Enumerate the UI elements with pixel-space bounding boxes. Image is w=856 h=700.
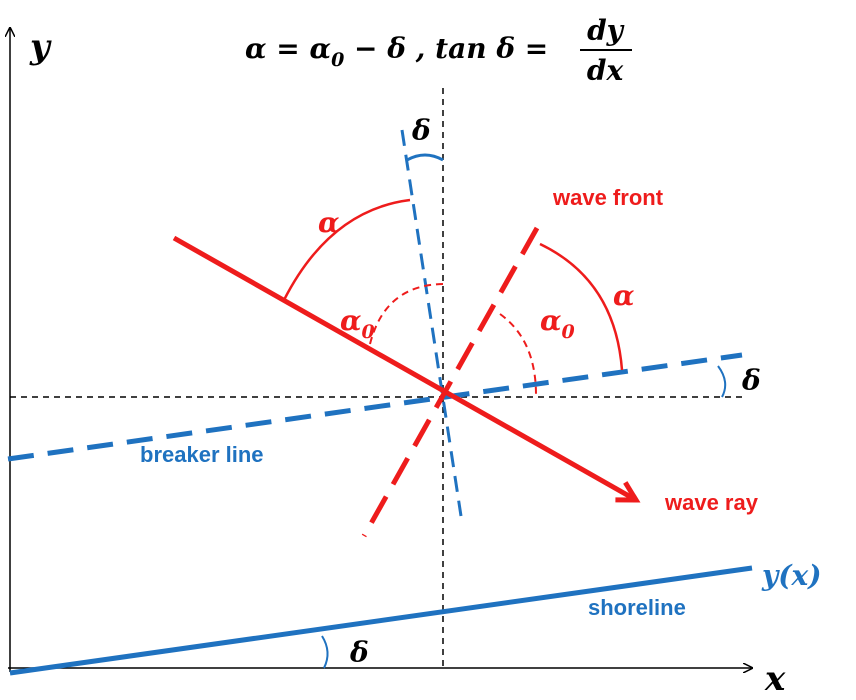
left-alpha0-arc	[369, 283, 444, 345]
breaker-normal-line	[400, 129, 463, 517]
x-axis-label: x	[764, 659, 786, 699]
svg-text:α = α0 − δ , tan δ =: α = α0 − δ , tan δ =	[245, 32, 548, 71]
left-alpha-label: α	[318, 206, 340, 239]
wave-ray-label: wave ray	[664, 490, 759, 515]
breaker-line	[7, 352, 743, 462]
formula-denominator: dx	[587, 54, 624, 87]
breaker-delta-arc	[717, 365, 727, 398]
normal-delta-label: δ	[411, 114, 431, 147]
shoreline-label: shoreline	[588, 595, 686, 620]
normal-delta-arc	[406, 153, 444, 162]
wave-front-label: wave front	[552, 185, 664, 210]
right-alpha-arc	[539, 242, 624, 371]
left-alpha0-label: α0	[340, 304, 375, 343]
right-alpha-label: α	[613, 279, 635, 312]
formula-mid: − δ , tan δ =	[344, 32, 548, 65]
formula-numerator: dy	[587, 14, 625, 47]
y-of-x-label: y(x)	[761, 559, 821, 592]
formula-sub: 0	[331, 49, 344, 71]
right-alpha0-label: α0	[540, 304, 575, 343]
shoreline-delta-label: δ	[349, 636, 369, 669]
formula: α = α0 − δ , tan δ = dy dx	[245, 14, 632, 87]
wave-front	[361, 226, 540, 538]
shoreline	[9, 565, 753, 676]
shoreline-delta-arc	[321, 635, 329, 669]
left-alpha-arc	[282, 198, 411, 301]
formula-lhs: α = α	[245, 32, 331, 65]
breaker-line-label: breaker line	[140, 442, 264, 467]
breaker-delta-label: δ	[741, 364, 761, 397]
y-axis-label: y	[29, 27, 52, 67]
wave-ray	[172, 235, 641, 503]
